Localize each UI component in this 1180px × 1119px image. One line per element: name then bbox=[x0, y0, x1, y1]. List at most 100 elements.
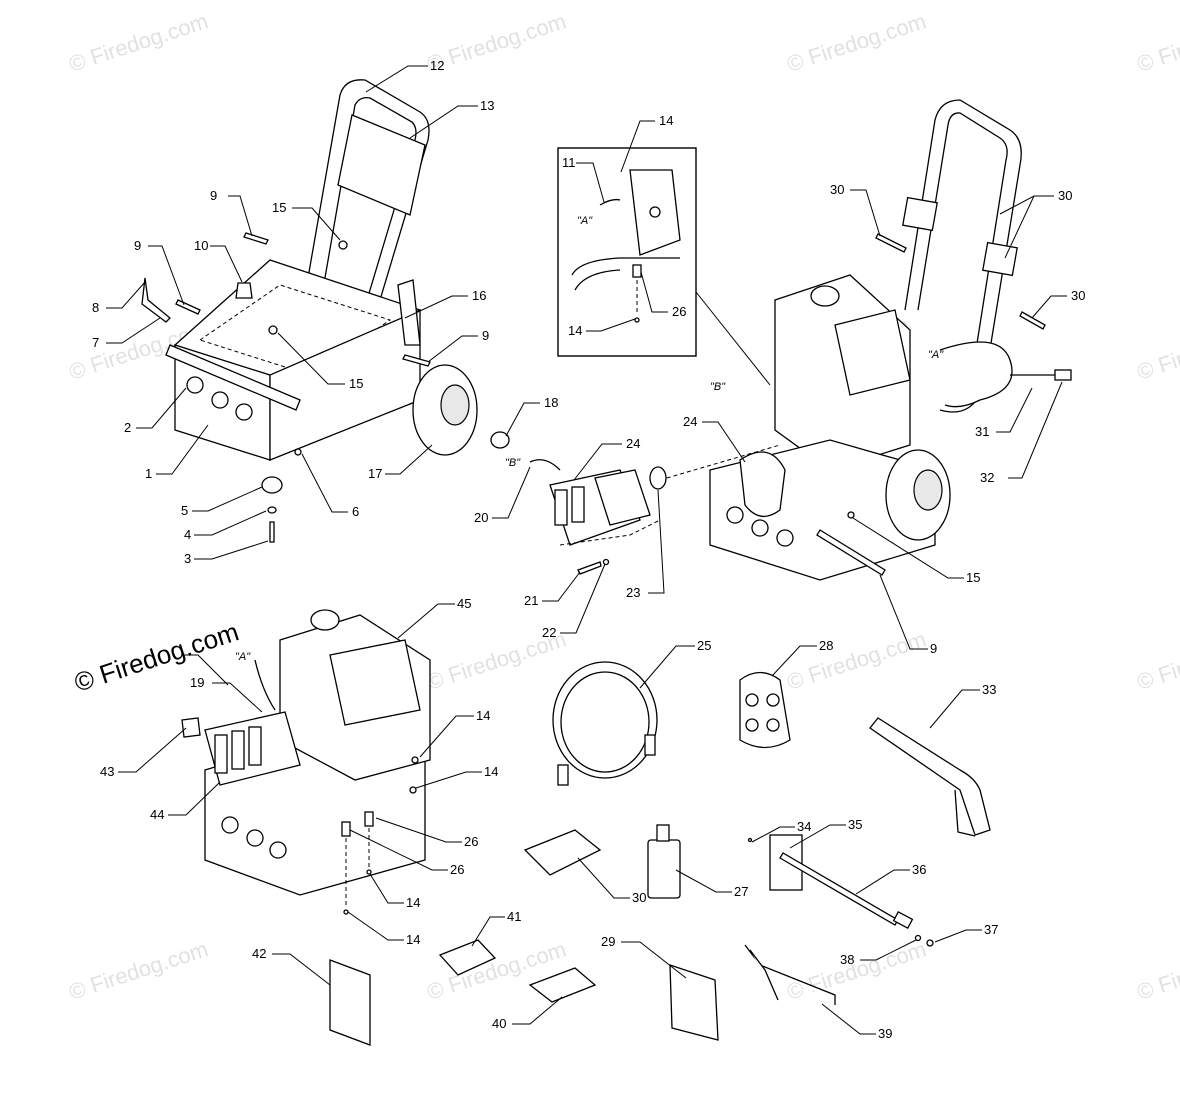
washer-part bbox=[602, 558, 610, 566]
callout-14: 14 bbox=[568, 323, 582, 338]
watermark-text: © Firedog.com bbox=[784, 626, 929, 694]
nut-part bbox=[366, 869, 372, 875]
callout-38: 38 bbox=[840, 952, 854, 967]
callout-30: 30 bbox=[830, 182, 844, 197]
post-part bbox=[397, 279, 421, 346]
callout-12: 12 bbox=[430, 58, 444, 73]
mount-part bbox=[341, 821, 351, 837]
bolt-part bbox=[816, 529, 886, 576]
engine-cover-part bbox=[834, 309, 911, 396]
frame-hole bbox=[246, 829, 264, 847]
coupler-part bbox=[1054, 369, 1072, 381]
callout-11: 11 bbox=[562, 155, 576, 170]
bracket-part bbox=[749, 949, 779, 1001]
callout-26: 26 bbox=[464, 834, 478, 849]
callout-10: 10 bbox=[194, 238, 208, 253]
engine-cap-part bbox=[810, 285, 840, 307]
bolt-part bbox=[402, 354, 431, 367]
washer-part bbox=[267, 506, 277, 514]
callout-3: 3 bbox=[184, 551, 191, 566]
detail-inset: "A" bbox=[557, 147, 771, 386]
callout-25: 25 bbox=[697, 638, 711, 653]
assembled-unit-right: "A" "B" bbox=[659, 99, 1072, 581]
callout-15: 15 bbox=[349, 376, 363, 391]
shroud-part bbox=[739, 451, 786, 517]
callout-9: 9 bbox=[210, 188, 217, 203]
bolt-part bbox=[1019, 311, 1046, 330]
watermark-text: © Firedog.com bbox=[1134, 936, 1180, 1004]
oil-bottle-cap-part bbox=[656, 824, 670, 842]
callout-22: 22 bbox=[542, 625, 556, 640]
callout-30: 30 bbox=[1058, 188, 1072, 203]
seal-part bbox=[926, 939, 934, 947]
callout-36: 36 bbox=[912, 862, 926, 877]
frame-hole bbox=[751, 519, 769, 537]
inset-tube-part bbox=[574, 269, 621, 291]
pump-valve-part bbox=[571, 486, 585, 523]
tag-a: "A" bbox=[577, 215, 593, 227]
pump-valve-part bbox=[248, 726, 262, 766]
nozzle-tips-part bbox=[739, 671, 791, 749]
callout-16: 16 bbox=[472, 288, 486, 303]
callout-9: 9 bbox=[482, 328, 489, 343]
callout-labels: 12 13 9 15 9 10 8 7 16 9 15 2 18 1 17 5 … bbox=[92, 58, 1085, 1041]
callout-23: 23 bbox=[626, 585, 640, 600]
inset-leader bbox=[695, 291, 771, 386]
panel-part bbox=[337, 114, 426, 216]
bolt-part bbox=[175, 299, 201, 315]
callout-17: 17 bbox=[368, 466, 382, 481]
frame-assembly-left bbox=[141, 79, 510, 543]
watermark-text: © Firedog.com bbox=[784, 936, 929, 1004]
callout-35: 35 bbox=[848, 817, 862, 832]
callout-45: 45 bbox=[457, 596, 471, 611]
callout-4: 4 bbox=[184, 527, 191, 542]
pin-part bbox=[141, 277, 171, 323]
pump-valve-part bbox=[554, 489, 568, 526]
callout-27: 27 bbox=[734, 884, 748, 899]
callout-34: 34 bbox=[797, 819, 811, 834]
callout-32: 32 bbox=[980, 470, 994, 485]
oring-part bbox=[914, 934, 922, 942]
callout-24: 24 bbox=[683, 414, 697, 429]
callout-2: 2 bbox=[124, 420, 131, 435]
callout-24: 24 bbox=[626, 436, 640, 451]
callout-18: 18 bbox=[544, 395, 558, 410]
callout-14: 14 bbox=[406, 895, 420, 910]
tag-b: "B" bbox=[710, 381, 726, 393]
callout-33: 33 bbox=[982, 682, 996, 697]
callout-20: 20 bbox=[474, 510, 488, 525]
callout-21: 21 bbox=[524, 593, 538, 608]
callout-1: 1 bbox=[145, 466, 152, 481]
frame-hole bbox=[269, 841, 287, 859]
inset-hose-part bbox=[599, 198, 621, 206]
callout-40: 40 bbox=[492, 1016, 506, 1031]
inset-tube-part bbox=[571, 257, 680, 276]
manual-part bbox=[669, 964, 719, 1041]
callout-14: 14 bbox=[484, 764, 498, 779]
frame-hole bbox=[235, 403, 253, 421]
watermark-text: © Firedog.com bbox=[1134, 626, 1180, 694]
bar-part bbox=[165, 344, 301, 411]
watermark-text: © Firedog.com bbox=[784, 8, 929, 76]
callout-7: 7 bbox=[92, 335, 99, 350]
watermark-text: © Firedog.com bbox=[424, 8, 569, 76]
callout-28: 28 bbox=[819, 638, 833, 653]
pump-exploded: "B" bbox=[505, 457, 667, 575]
hose-coil-part bbox=[560, 671, 650, 773]
callout-30: 30 bbox=[632, 890, 646, 905]
watermark-text: © Firedog.com bbox=[66, 8, 211, 76]
wand-end-part bbox=[892, 910, 914, 930]
callout-42: 42 bbox=[252, 946, 266, 961]
pump-housing-part bbox=[594, 469, 651, 526]
callout-6: 6 bbox=[352, 504, 359, 519]
bolt-part bbox=[243, 232, 269, 245]
nozzle-tip bbox=[766, 718, 780, 732]
cap-part bbox=[490, 431, 510, 449]
callout-29: 29 bbox=[601, 934, 615, 949]
foot-part bbox=[261, 476, 283, 494]
hose-end-part bbox=[644, 734, 656, 756]
nut-part bbox=[268, 325, 278, 335]
engine-cap-part bbox=[310, 609, 340, 631]
tag-a: "A" bbox=[235, 651, 251, 663]
